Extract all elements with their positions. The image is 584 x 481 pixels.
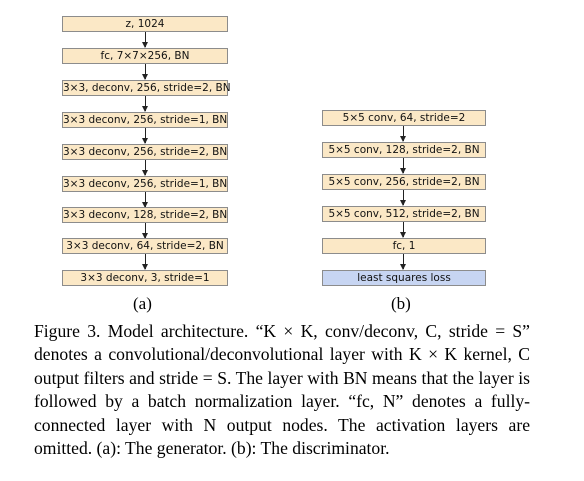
flow-arrow (142, 223, 148, 239)
discriminator-layer-box: 5×5 conv, 512, stride=2, BN (322, 206, 486, 222)
generator-layer-box: 3×3 deconv, 256, stride=2, BN (62, 144, 228, 160)
flow-arrow (142, 64, 148, 80)
generator-layer-box: fc, 7×7×256, BN (62, 48, 228, 64)
generator-layer-box: 3×3, deconv, 256, stride=2, BN (62, 80, 231, 96)
generator-layer-box: 3×3 deconv, 256, stride=1, BN (62, 112, 228, 128)
flow-arrow (400, 254, 406, 270)
figure-caption: Figure 3. Model architecture. “K × K, co… (34, 321, 530, 459)
generator-layer-box: 3×3 deconv, 3, stride=1 (62, 270, 228, 286)
discriminator-layer-box: fc, 1 (322, 238, 486, 254)
flow-arrow (400, 158, 406, 174)
loss-box: least squares loss (322, 270, 486, 286)
flow-arrow (142, 32, 148, 48)
subfigure-label-b: (b) (391, 294, 411, 313)
discriminator-layer-box: 5×5 conv, 128, stride=2, BN (322, 142, 486, 158)
generator-layer-box: 3×3 deconv, 64, stride=2, BN (62, 238, 228, 254)
subfigure-label-a: (a) (133, 294, 152, 313)
flow-arrow (400, 126, 406, 142)
flow-arrow (142, 96, 148, 112)
discriminator-layer-box: 5×5 conv, 64, stride=2 (322, 110, 486, 126)
discriminator-layer-box: 5×5 conv, 256, stride=2, BN (322, 174, 486, 190)
flow-arrow (142, 254, 148, 270)
flow-arrow (400, 190, 406, 206)
flow-arrow (400, 222, 406, 238)
generator-layer-box: z, 1024 (62, 16, 228, 32)
generator-layer-box: 3×3 deconv, 256, stride=1, BN (62, 176, 228, 192)
flow-arrow (142, 192, 148, 208)
flow-arrow (142, 128, 148, 144)
generator-layer-box: 3×3 deconv, 128, stride=2, BN (62, 207, 228, 223)
flow-arrow (142, 160, 148, 176)
